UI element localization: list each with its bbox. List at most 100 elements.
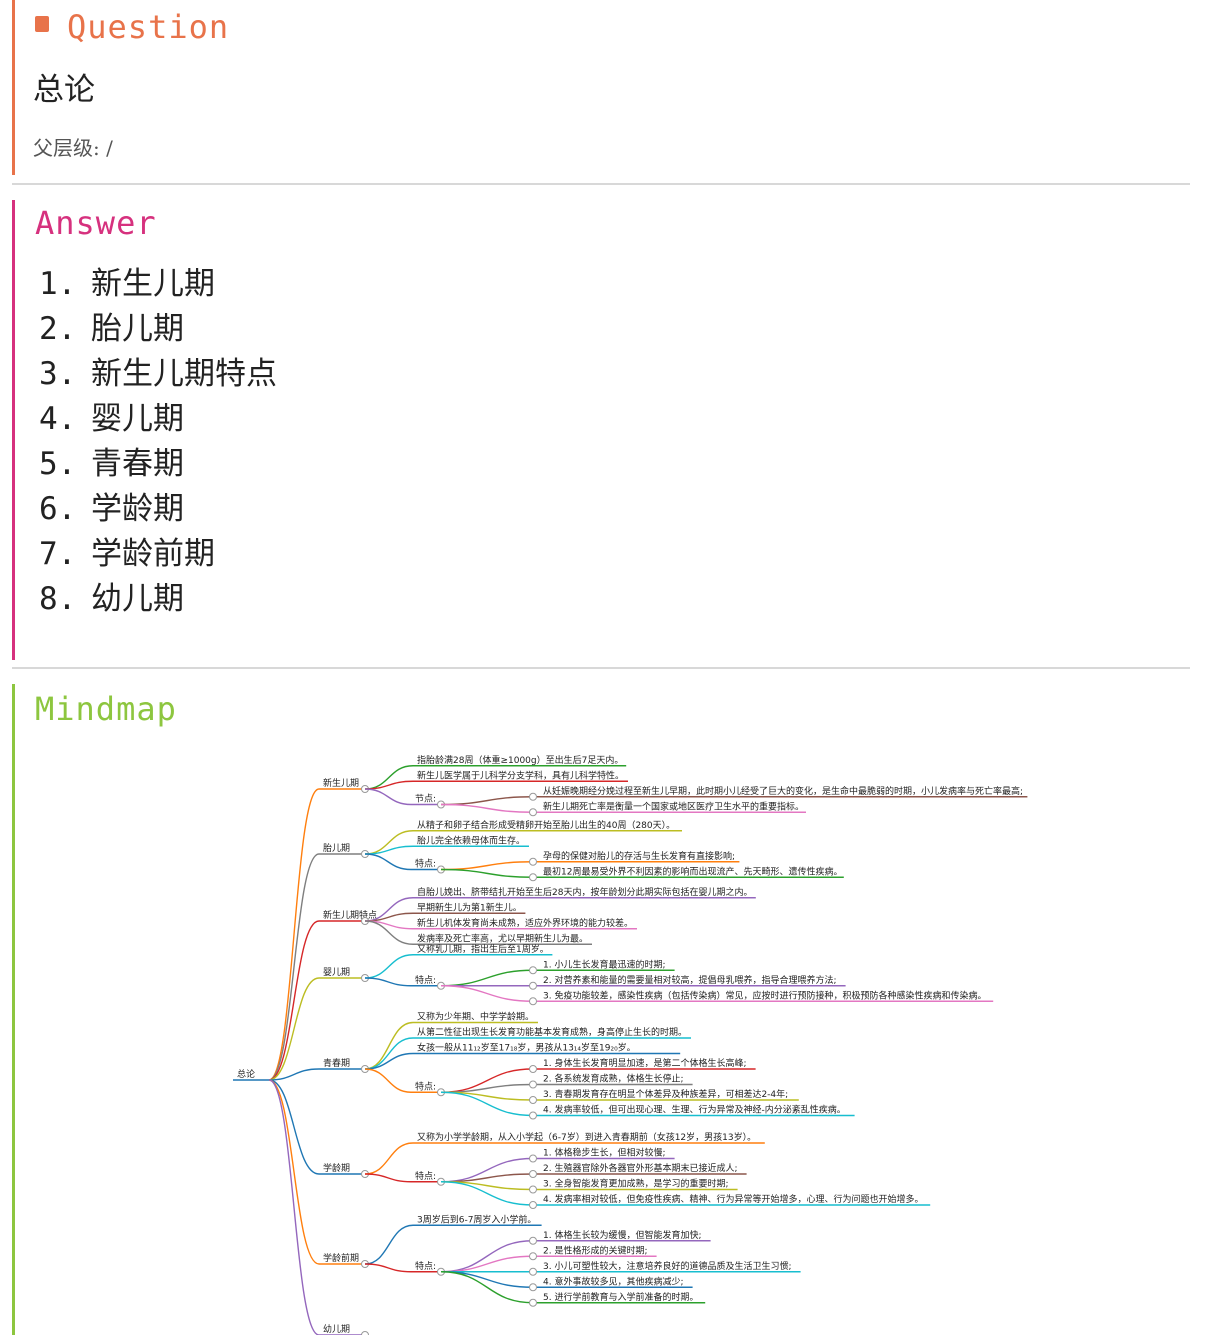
- mindmap-sub-connector: [364, 1068, 412, 1093]
- answer-item-label: 青春期: [91, 446, 184, 482]
- mindmap-node-circle: [529, 1096, 537, 1104]
- mindmap-branch-connector: [268, 1079, 320, 1175]
- mindmap-node-circle: [361, 1331, 369, 1335]
- mindmap-sub-connector: [364, 1173, 412, 1183]
- question-heading: Question: [35, 8, 229, 46]
- mindmap-leaf-connector: [364, 1142, 414, 1175]
- mindmap-leaf-connector: [364, 920, 414, 945]
- answer-item-number: 1.: [39, 266, 77, 302]
- answer-item-number: 2.: [39, 311, 77, 347]
- mindmap-node-circle: [529, 966, 537, 975]
- mindmap-leaf-label: 自胎儿娩出、脐带结扎开始至生后28天内，按年龄划分此期实际包括在婴儿期之内。: [417, 886, 752, 898]
- mindmap-node-circle: [529, 997, 537, 1006]
- mindmap-leaf-connector: [440, 1271, 534, 1304]
- mindmap-sub-connector: [364, 853, 412, 871]
- mindmap-leaf-connector: [440, 868, 534, 878]
- mindmap-branch-connector: [268, 1079, 320, 1335]
- mindmap-leaf-label: 指胎龄满28周（体重≥1000g）至出生后7足天内。: [417, 754, 623, 766]
- mindmap-leaf-connector: [440, 1181, 534, 1206]
- mindmap-leaf-label: 又称乳儿期，指出生后至1周岁。: [417, 943, 549, 955]
- answer-heading: Answer: [35, 204, 157, 242]
- mindmap-sub-label: 特点:: [415, 1260, 436, 1272]
- mindmap-leaf-connector: [440, 803, 534, 813]
- answer-list: 1.新生儿期 2.胎儿期 3.新生儿期特点 4.婴儿期 5.青春期 6.学龄期 …: [39, 262, 277, 622]
- mindmap-leaf-connector: [364, 1224, 414, 1265]
- question-heading-text: Question: [67, 8, 230, 46]
- mindmap-root-label: 总论: [237, 1068, 255, 1080]
- answer-item: 8.幼儿期: [39, 577, 277, 622]
- mindmap-node-circle: [529, 1283, 537, 1292]
- mindmap-leaf-label: 又称为小学学龄期，从入小学起（6-7岁）到进入青春期前（女孩12岁，男孩13岁）…: [417, 1131, 756, 1143]
- mindmap-branch-label: 新生儿期特点: [323, 909, 377, 921]
- bookmark-icon: [35, 16, 49, 32]
- mindmap-branch-label: 婴儿期: [323, 967, 350, 978]
- answer-item-number: 6.: [39, 491, 77, 527]
- mindmap-branch-connector: [268, 920, 320, 1081]
- mindmap-leaf-label: 从第二性征出现生长发育功能基本发育成熟，身高停止生长的时期。: [417, 1026, 687, 1038]
- divider: [12, 183, 1190, 185]
- mindmap-leaf-label: 3周岁后到6-7周岁入小学前。: [417, 1213, 536, 1225]
- answer-item-label: 新生儿期: [91, 266, 215, 302]
- answer-item-label: 幼儿期: [91, 581, 184, 617]
- mindmap-leaf-label: 新生儿医学属于儿科学分支学科，具有儿科学特性。: [417, 769, 624, 781]
- mindmap-leaf-label: 4. 发病率相对较低，但免疫性疾病、精神、行为异常等开始增多，心理、行为问题也开…: [543, 1193, 923, 1205]
- mindmap-node-circle: [529, 792, 537, 801]
- answer-item: 2. 胎儿期: [39, 307, 277, 352]
- answer-item-number: 5.: [39, 446, 77, 482]
- mindmap-node-circle: [529, 1298, 537, 1307]
- mindmap-node-circle: [529, 1267, 537, 1276]
- mindmap-sub-label: 特点:: [415, 1080, 436, 1092]
- mindmap-leaf-label: 新生儿期死亡率是衡量一个国家或地区医疗卫生水平的重要指标。: [543, 800, 804, 812]
- question-section: Question 总论 父层级: /: [12, 0, 1193, 175]
- mindmap-leaf-connector: [440, 861, 534, 871]
- answer-item: 4.婴儿期: [39, 397, 277, 442]
- mindmap-leaf-label: 3. 青春期发育存在明显个体差异及种族差异，可相差达2-4年;: [543, 1088, 788, 1100]
- mindmap-branch-connector: [268, 853, 320, 1081]
- mindmap-branch-connector: [268, 1079, 320, 1265]
- mindmap-sub-label: 特点:: [415, 1170, 436, 1182]
- mindmap-leaf-label: 从精子和卵子结合形成受精卵开始至胎儿出生的40周（280天）。: [417, 819, 675, 831]
- mindmap-leaf-label: 1. 身体生长发育明显加速，是第二个体格生长高峰;: [543, 1057, 746, 1069]
- mindmap-leaf-label: 1. 体格稳步生长，但相对较慢;: [543, 1147, 665, 1159]
- mindmap-node-circle: [529, 1185, 537, 1194]
- mindmap-leaf-label: 3. 免疫功能较差，感染性疾病（包括传染病）常见，应按时进行预防接种，积极预防各…: [543, 989, 986, 1001]
- answer-item-label: 新生儿期特点: [91, 356, 277, 392]
- mindmap-sub-label: 特点:: [415, 858, 436, 870]
- mindmap-sub-connector: [364, 977, 412, 987]
- mindmap-leaf-label: 早期新生儿为第1新生儿。: [417, 901, 522, 913]
- answer-item: 5. 青春期: [39, 442, 277, 487]
- mindmap-leaf-label: 女孩一般从11₁₂岁至17₁₈岁，男孩从13₁₄岁至19₂₀岁。: [417, 1042, 636, 1054]
- mindmap-leaf-label: 孕母的保健对胎儿的存活与生长发育有直接影响;: [543, 850, 735, 862]
- answer-item: 6. 学龄期: [39, 487, 277, 532]
- mindmap-branch-connector: [268, 788, 320, 1081]
- mindmap-leaf-label: 1. 体格生长较为缓慢，但智能发育加快;: [543, 1229, 701, 1241]
- mindmap-section: Mindmap 总论新生儿期指胎龄满28周（体重≥1000g）至出生后7足天内。…: [12, 684, 1193, 1335]
- mindmap-leaf-label: 4. 意外事故较多见，其他疾病减少;: [543, 1275, 683, 1287]
- mindmap-leaf-label: 最初12周最易受外界不利因素的影响而出现流产、先天畸形、遗传性疾病。: [543, 865, 842, 877]
- mindmap-leaf-label: 又称为少年期、中学学龄期。: [417, 1011, 534, 1023]
- answer-item-label: 胎儿期: [91, 311, 184, 347]
- mindmap-node-circle: [529, 1201, 537, 1209]
- mindmap-leaf-label: 胎儿完全依赖母体而生存。: [417, 834, 525, 846]
- answer-item: 3.新生儿期特点: [39, 352, 277, 397]
- mindmap-leaf-label: 2. 各系统发育成熟，体格生长停止;: [543, 1073, 683, 1085]
- mindmap-leaf-label: 2. 生殖器官除外各器官外形基本期末已接近成人;: [543, 1162, 737, 1174]
- mindmap-branch-connector: [268, 1068, 320, 1081]
- mindmap-leaf-label: 5. 进行学前教育与入学前准备的时期。: [543, 1291, 698, 1303]
- mindmap-branch-connector: [268, 977, 320, 1081]
- mindmap-node-circle: [529, 1080, 537, 1089]
- answer-item-label: 学龄前期: [91, 536, 215, 572]
- answer-item-label: 学龄期: [91, 491, 184, 527]
- mindmap-leaf-label: 1. 小儿生长发育最迅速的时期;: [543, 958, 665, 970]
- answer-item-number: 7.: [39, 536, 77, 572]
- mindmap-leaf-connector: [440, 1091, 534, 1117]
- mindmap-leaf-label: 发病率及死亡率高，尤以早期新生儿为最。: [417, 932, 588, 944]
- mindmap-sub-connector: [364, 788, 412, 806]
- answer-item: 1. 新生儿期: [39, 262, 277, 307]
- mindmap-leaf-label: 2. 是性格形成的关键时期;: [543, 1244, 647, 1256]
- mindmap-branch-label: 学龄前期: [323, 1252, 359, 1264]
- answer-item-number: 4.: [39, 401, 77, 437]
- mindmap-leaf-label: 新生儿机体发育尚未成熟，适应外界环境的能力较差。: [417, 917, 633, 929]
- parent-level-label: 父层级: /: [33, 136, 113, 160]
- mindmap-branch-label: 胎儿期: [323, 842, 350, 854]
